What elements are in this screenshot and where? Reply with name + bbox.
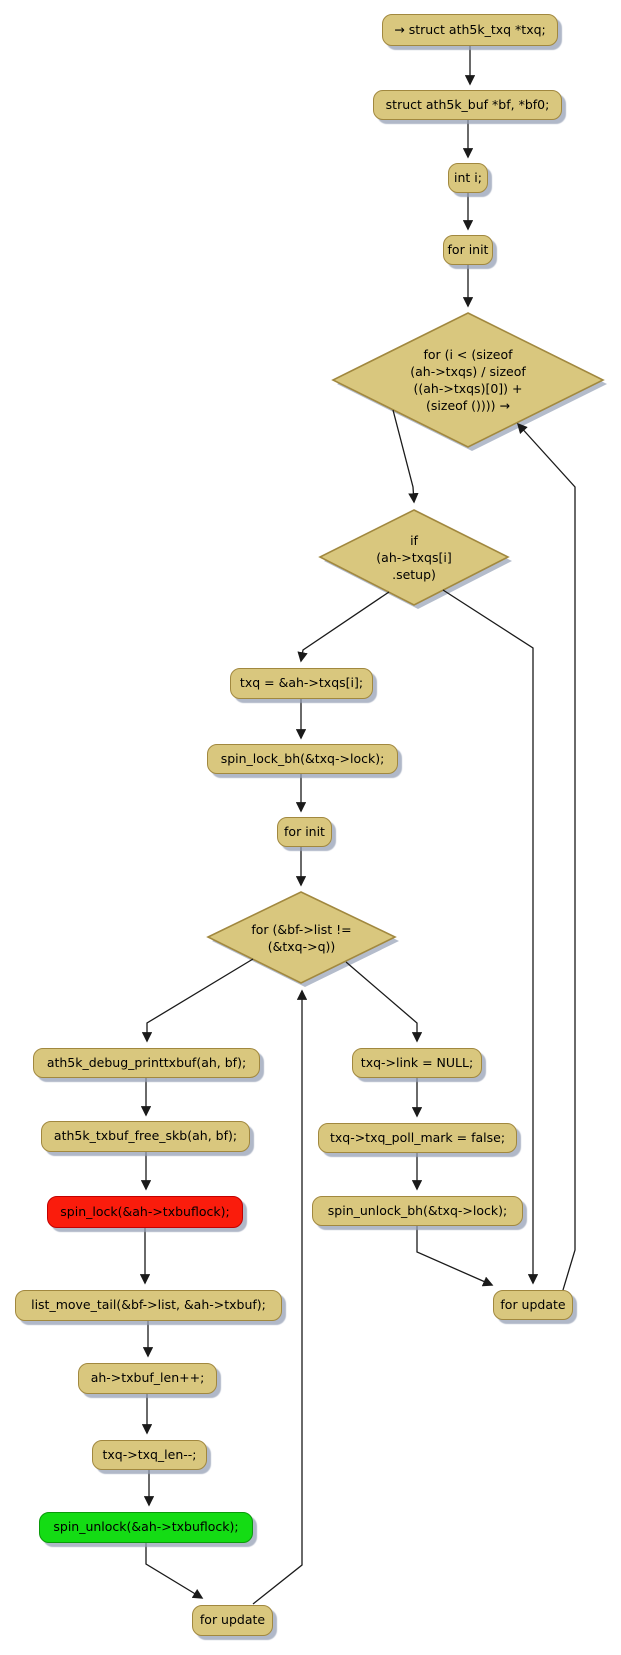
node-inner-for-init: for init — [277, 817, 332, 847]
decision-line: for (i < (sizeof — [423, 347, 513, 362]
decision-line: if — [410, 533, 418, 548]
decision-if-setup-label: if (ah->txqs[i] .setup) — [320, 510, 508, 605]
edge — [145, 1543, 204, 1599]
node-poll-mark-false: txq->txq_poll_mark = false; — [318, 1123, 517, 1153]
node-inner-for-update: for update — [192, 1605, 273, 1636]
decision-outer-for-shape — [331, 312, 605, 448]
decision-line: ((ah->txqs)[0]) + — [413, 381, 523, 396]
node-decl-buf: struct ath5k_buf *bf, *bf0; — [373, 90, 562, 120]
node-spin-lock-bh: spin_lock_bh(&txq->lock); — [207, 744, 398, 774]
decision-line: .setup) — [392, 567, 436, 582]
edge — [442, 589, 539, 1285]
node-list-move-tail: list_move_tail(&bf->list, &ah->txbuf); — [15, 1290, 282, 1321]
decision-line: (ah->txqs) / sizeof — [410, 364, 526, 379]
node-decl-txq: → struct ath5k_txq *txq; — [382, 14, 558, 46]
edge — [141, 958, 254, 1043]
decision-line: (&txq->q)) — [267, 938, 336, 954]
node-debug-printtxbuf: ath5k_debug_printtxbuf(ah, bf); — [33, 1048, 260, 1078]
node-txq-len-dec: txq->txq_len--; — [92, 1440, 207, 1470]
decision-line: (sizeof ()))) → — [426, 398, 510, 413]
edge — [297, 591, 390, 663]
decision-outer-for-label: for (i < (sizeof (ah->txqs) / sizeof ((a… — [333, 313, 603, 447]
edge — [345, 961, 423, 1043]
node-txbuf-free-skb: ath5k_txbuf_free_skb(ah, bf); — [41, 1121, 250, 1152]
decision-inner-for-shape — [206, 891, 397, 984]
node-decl-i: int i; — [448, 163, 488, 193]
decision-line: for (&bf->list != — [251, 921, 352, 937]
node-spin-lock-highlighted: spin_lock(&ah->txbuflock); — [47, 1196, 243, 1228]
edges — [139, 46, 576, 1605]
node-spin-unlock-highlighted: spin_unlock(&ah->txbuflock); — [39, 1512, 253, 1543]
decision-line: (ah->txqs[i] — [376, 550, 452, 565]
edge — [516, 422, 576, 1291]
node-link-null: txq->link = NULL; — [352, 1048, 482, 1078]
edge — [252, 989, 308, 1605]
node-txbuf-len-inc: ah->txbuf_len++; — [78, 1363, 217, 1394]
decision-if-setup-shape — [318, 509, 510, 606]
edge — [392, 409, 419, 504]
node-outer-for-update: for update — [493, 1290, 573, 1320]
node-outer-for-init: for init — [443, 235, 493, 265]
node-spin-unlock-bh: spin_unlock_bh(&txq->lock); — [312, 1196, 523, 1226]
node-assign-txq: txq = &ah->txqs[i]; — [230, 668, 373, 699]
edge — [416, 1226, 494, 1287]
decision-inner-for-label: for (&bf->list != (&txq->q)) — [208, 892, 395, 983]
